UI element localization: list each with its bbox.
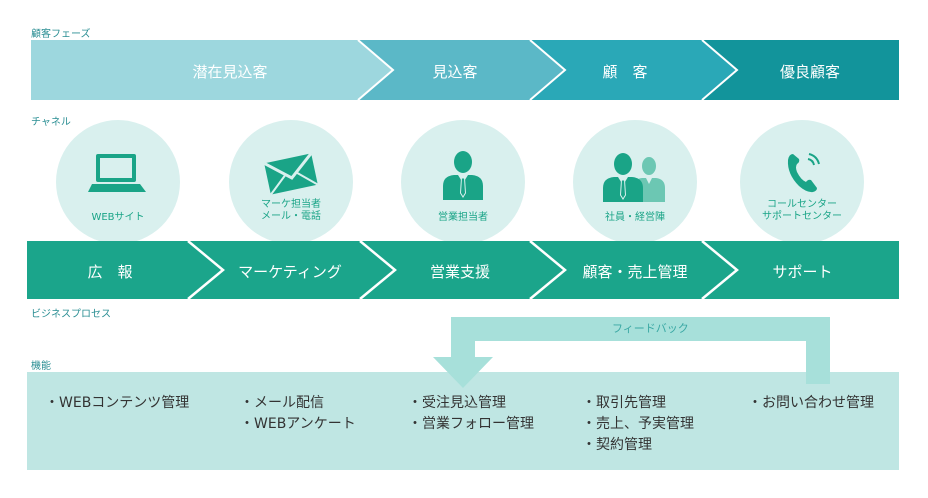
channel-call-center: コールセンター サポートセンター bbox=[740, 120, 864, 244]
channel-text: WEBサイト bbox=[91, 212, 145, 223]
customer-phase-label: 顧客フェーズ bbox=[31, 29, 91, 40]
channel-marketing: マーケ担当者 メール・電話 bbox=[229, 120, 353, 244]
function-column-support: ・お問い合わせ管理 bbox=[748, 393, 874, 414]
function-item: ・メール配信 bbox=[240, 395, 324, 411]
channel-sales: 営業担当者 bbox=[401, 120, 525, 244]
phone-icon bbox=[740, 148, 864, 196]
channel-text: 営業担当者 bbox=[438, 212, 488, 223]
function-item: ・営業フォロー管理 bbox=[408, 416, 534, 432]
phase-text: 顧 客 bbox=[602, 63, 648, 81]
function-item: ・契約管理 bbox=[582, 437, 652, 453]
process-separator bbox=[187, 240, 225, 300]
phase-text: 見込客 bbox=[432, 63, 478, 81]
function-column-customer: ・取引先管理 ・売上、予実管理 ・契約管理 bbox=[582, 393, 694, 456]
function-column-sales: ・受注見込管理 ・営業フォロー管理 bbox=[408, 393, 534, 435]
person-icon bbox=[401, 148, 525, 202]
function-item: ・売上、予実管理 bbox=[582, 416, 694, 432]
function-item: ・取引先管理 bbox=[582, 395, 666, 411]
function-column-marketing: ・メール配信 ・WEBアンケート bbox=[240, 393, 356, 435]
process-text: 営業支援 bbox=[429, 263, 490, 281]
envelope-icon bbox=[229, 150, 353, 198]
channel-label: チャネル bbox=[31, 117, 71, 128]
phase-text: 潜在見込客 bbox=[192, 63, 268, 81]
channel-text: マーケ担当者 メール・電話 bbox=[261, 199, 321, 222]
function-item: ・WEBコンテンツ管理 bbox=[45, 395, 190, 411]
channel-text: コールセンター サポートセンター bbox=[762, 199, 842, 222]
function-item: ・お問い合わせ管理 bbox=[748, 395, 874, 411]
function-area bbox=[27, 372, 899, 470]
laptop-icon bbox=[56, 150, 180, 198]
channel-text: 社員・経営陣 bbox=[605, 212, 665, 223]
channel-executives: 社員・経営陣 bbox=[573, 120, 697, 244]
channel-web: WEBサイト bbox=[56, 120, 180, 244]
phase-text: 優良顧客 bbox=[779, 63, 840, 81]
function-item: ・WEBアンケート bbox=[240, 416, 356, 432]
feedback-label: フィードバック bbox=[612, 322, 689, 335]
function-column-web: ・WEBコンテンツ管理 bbox=[45, 393, 189, 414]
process-text: 広 報 bbox=[87, 263, 133, 281]
process-text: サポート bbox=[772, 263, 833, 281]
function-item: ・受注見込管理 bbox=[408, 395, 506, 411]
process-text: マーケティング bbox=[238, 263, 342, 281]
process-text: 顧客・売上管理 bbox=[582, 263, 688, 281]
people-icon bbox=[573, 150, 697, 204]
function-label: 機能 bbox=[31, 361, 51, 372]
business-process-label: ビジネスプロセス bbox=[31, 309, 111, 320]
process-separator bbox=[529, 240, 567, 300]
process-separator bbox=[359, 240, 397, 300]
process-separator bbox=[701, 240, 739, 300]
